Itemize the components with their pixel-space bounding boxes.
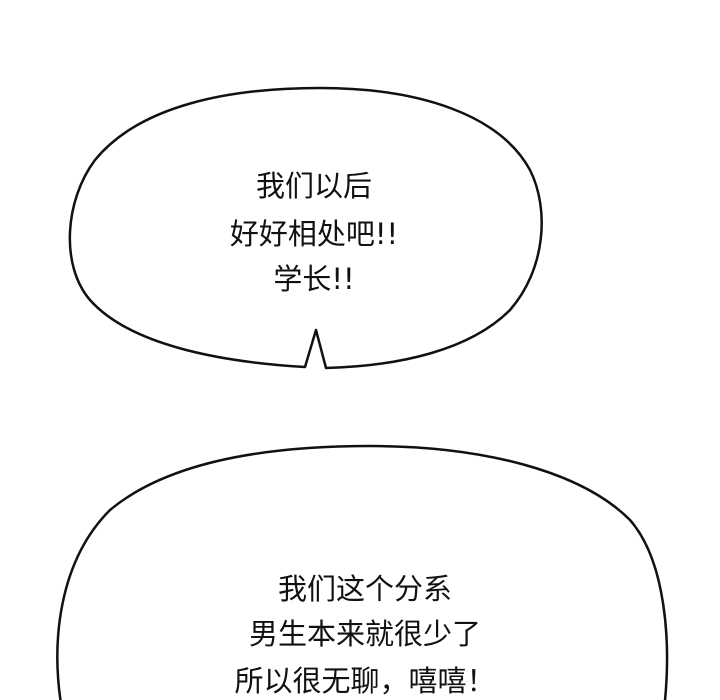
speech-bubble-1-outline xyxy=(68,86,543,370)
bubble-2-line-3: 所以很无聊，嘻嘻！ xyxy=(234,664,496,698)
bubble-2-line-2: 男生本来就很少了 xyxy=(248,617,482,651)
bubble-1-line-1: 我们以后 xyxy=(255,169,373,203)
speech-bubble-2-outline xyxy=(56,444,669,700)
bubble-2-line-1: 我们这个分系 xyxy=(277,572,453,606)
bubble-1-line-3: 学长!! xyxy=(273,262,355,296)
bubble-1-line-2: 好好相处吧!! xyxy=(229,217,399,251)
